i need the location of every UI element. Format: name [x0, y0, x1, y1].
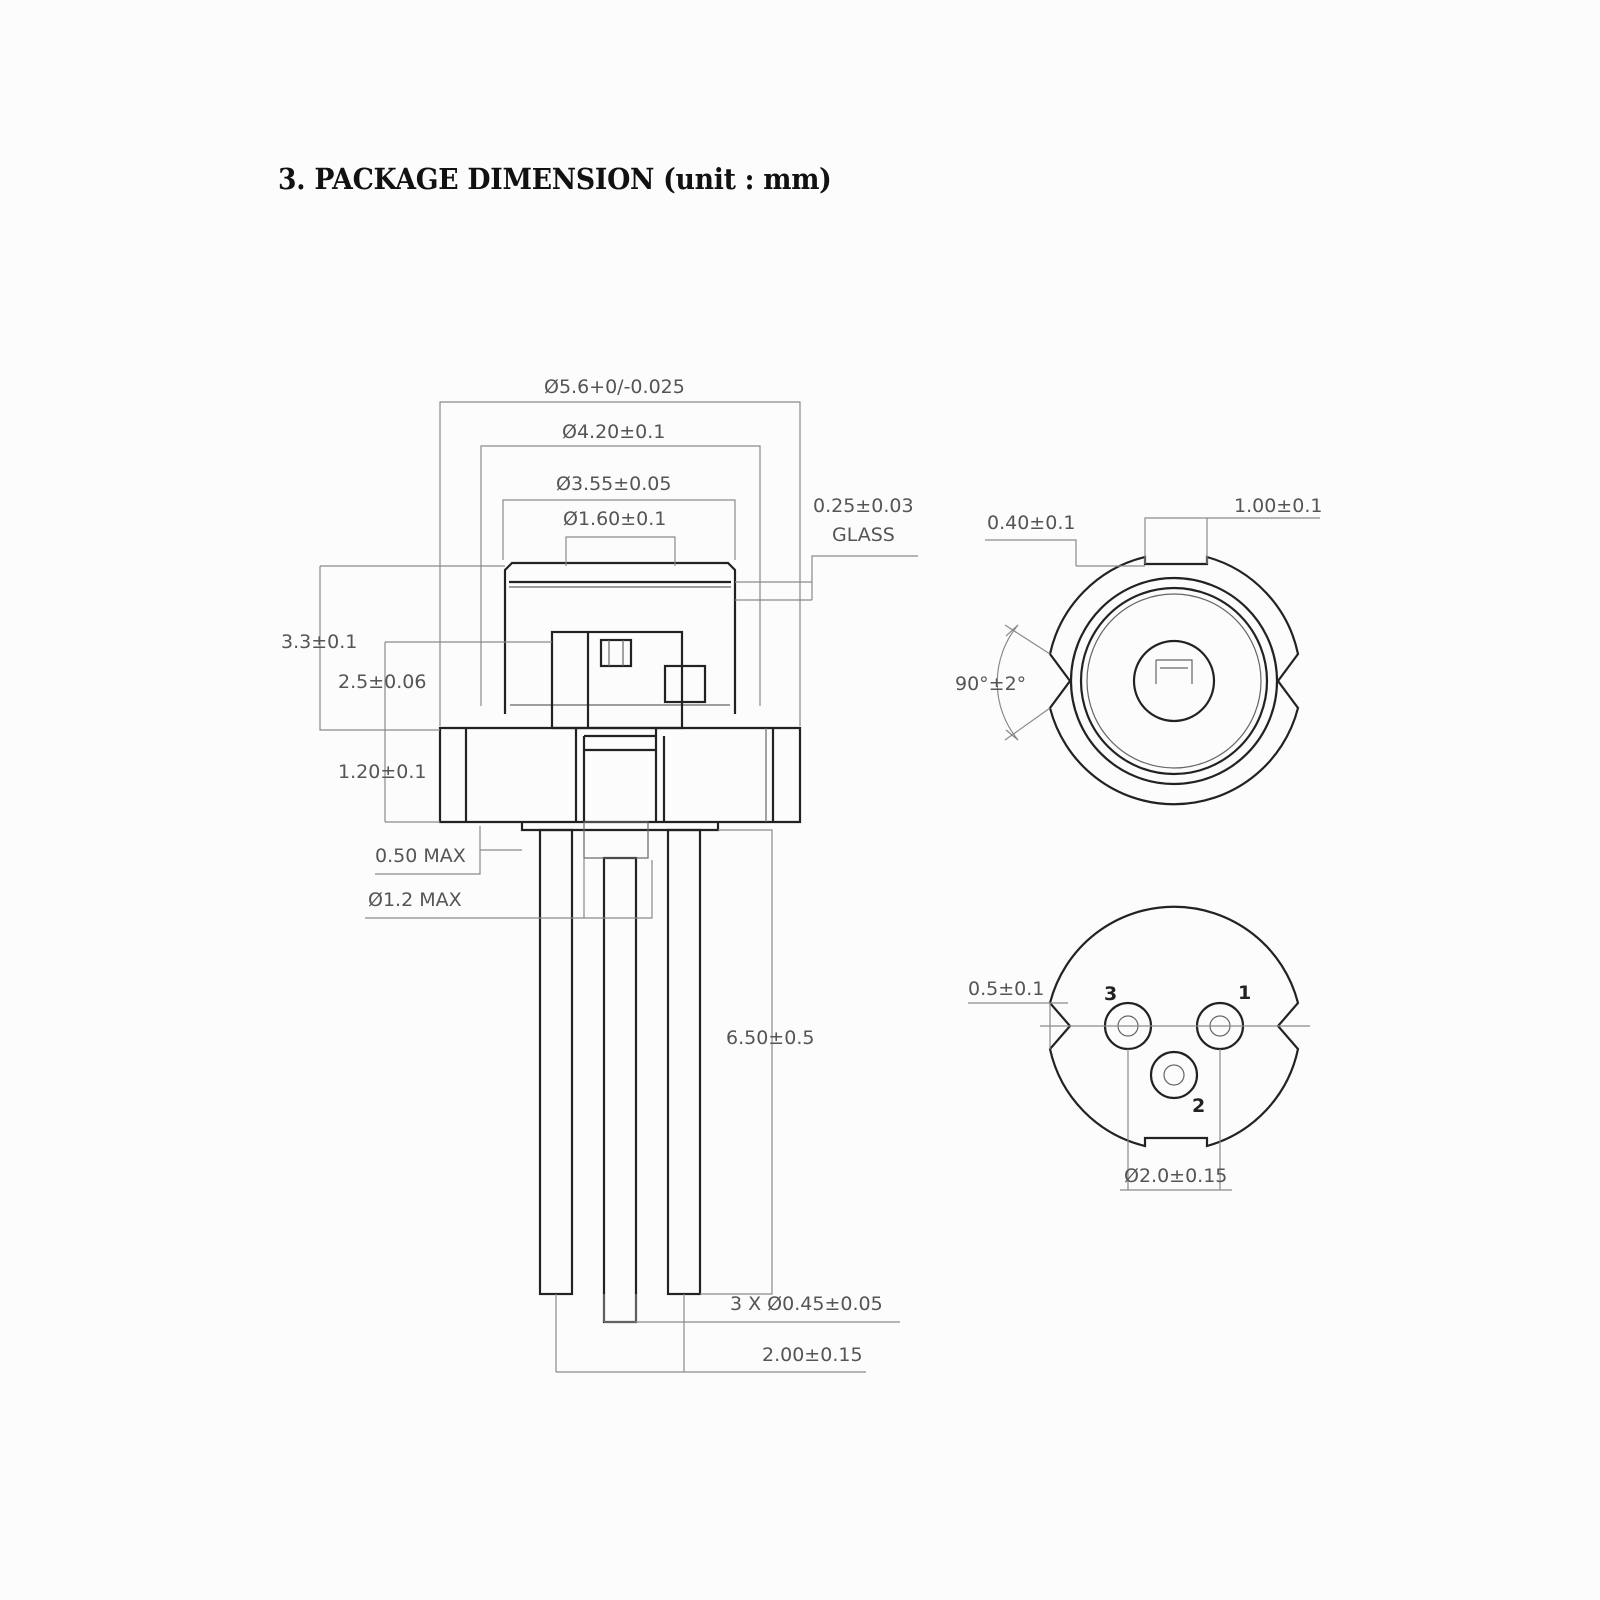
- lead-3: [538, 828, 574, 1296]
- lead-root: [583, 821, 649, 859]
- laser-chip: [599, 638, 633, 668]
- dim-stub-max: 0.50 MAX: [375, 845, 466, 867]
- dim-chip-height: 2.5±0.06: [338, 671, 426, 693]
- top-view: [985, 517, 1320, 806]
- glass-label: GLASS: [832, 524, 895, 546]
- pin-2-lead: [1163, 1064, 1185, 1086]
- dim-total-height: 3.3±0.1: [281, 631, 357, 653]
- window-aperture: [1132, 639, 1216, 723]
- top-view-labels: 0.40±0.1 1.00±0.1 90°±2°: [955, 495, 1322, 695]
- dim-aperture-diameter: Ø1.60±0.1: [563, 508, 666, 530]
- dim-pin-root-diameter: Ø1.2 MAX: [368, 889, 462, 911]
- dim-lead-length: 6.50±0.5: [726, 1027, 814, 1049]
- pin-1-label: 1: [1238, 982, 1251, 1004]
- bottom-view-outline: [1048, 905, 1300, 1148]
- dim-outer-diameter: Ø5.6+0/-0.025: [544, 376, 685, 398]
- submount: [550, 630, 684, 730]
- dim-lead-diameter: 3 X Ø0.45±0.05: [730, 1293, 883, 1315]
- cap-ring-outer: [1069, 576, 1279, 786]
- side-view: [319, 401, 918, 1373]
- photodiode: [663, 664, 707, 704]
- base-flange: [438, 726, 802, 824]
- lead-1: [666, 828, 702, 1296]
- dim-cap-diameter: Ø4.20±0.1: [562, 421, 665, 443]
- top-view-outline: [1048, 555, 1300, 806]
- dim-v-angle: 90°±2°: [955, 673, 1026, 695]
- section-title: 3. PACKAGE DIMENSION (unit : mm): [278, 162, 832, 196]
- bottom-view-labels: 0.5±0.1 Ø2.0±0.15 1 2 3: [968, 978, 1251, 1187]
- dim-glass-thickness: 0.25±0.03: [813, 495, 914, 517]
- dim-base-height: 1.20±0.1: [338, 761, 426, 783]
- cap-ring-mid: [1079, 586, 1269, 776]
- base-stub: [520, 822, 720, 832]
- pin-3-label: 3: [1104, 983, 1117, 1005]
- side-view-labels: Ø5.6+0/-0.025 Ø4.20±0.1 Ø3.55±0.05 Ø1.60…: [281, 376, 914, 1366]
- dim-window-diameter: Ø3.55±0.05: [556, 473, 671, 495]
- pin-2-ring: [1149, 1050, 1199, 1100]
- cap-ring-inner: [1086, 593, 1262, 769]
- pin-2-label: 2: [1192, 1095, 1205, 1117]
- cap-outline: [503, 561, 737, 714]
- dim-lead-pitch: 2.00±0.15: [762, 1344, 863, 1366]
- lead-2: [602, 856, 638, 1324]
- dim-notch-depth: 0.40±0.1: [987, 512, 1075, 534]
- dim-notch-width: 1.00±0.1: [1234, 495, 1322, 517]
- dim-v-notch: 0.5±0.1: [968, 978, 1044, 1000]
- dim-pin-circle: Ø2.0±0.15: [1124, 1165, 1227, 1187]
- bottom-view: [968, 905, 1310, 1191]
- chip-outline: [1155, 659, 1193, 684]
